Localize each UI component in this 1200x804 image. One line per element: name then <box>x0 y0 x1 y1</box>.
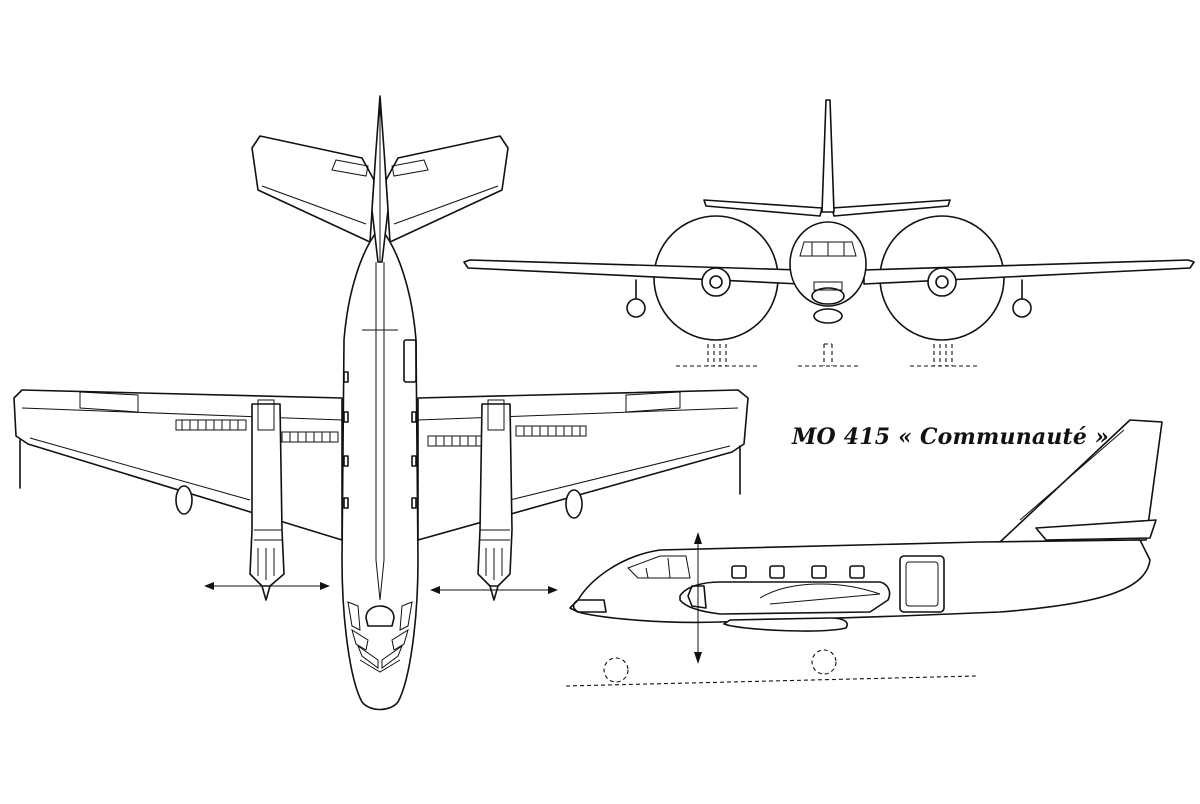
plan-view <box>14 96 748 710</box>
plan-nacelles <box>250 400 512 600</box>
plan-dimension-arrows <box>204 582 558 594</box>
drawing-title: MO 415 « Communauté » <box>792 424 1109 450</box>
side-view <box>566 420 1162 686</box>
plan-fuselage <box>342 230 418 710</box>
front-view <box>464 100 1194 366</box>
plan-fin <box>372 96 388 262</box>
